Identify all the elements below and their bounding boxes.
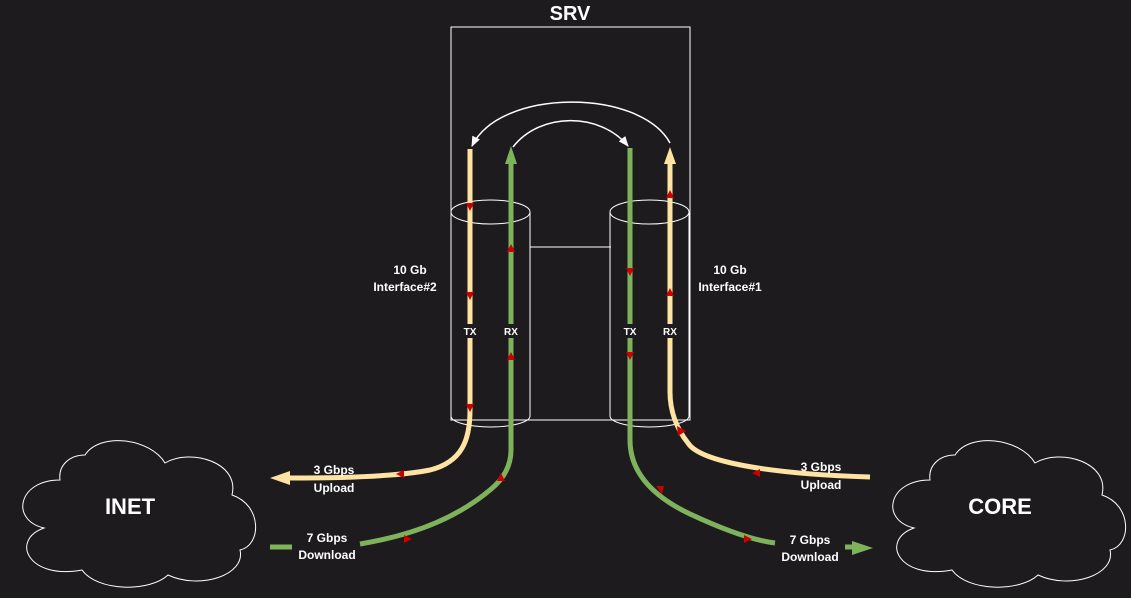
red-arrow-icon: [626, 268, 634, 276]
red-arrow-icon: [744, 535, 752, 543]
interface-2-tx-label: TX: [464, 327, 477, 338]
red-arrow-icon: [677, 426, 686, 436]
red-arrow-icon: [507, 244, 515, 252]
upload-path: [270, 147, 871, 485]
core-upload-rate: 3 Gbps: [801, 460, 842, 474]
red-arrow-icon: [666, 190, 674, 198]
inet-upload-rate: 3 Gbps: [314, 463, 355, 477]
red-arrow-icon: [626, 352, 634, 360]
red-arrow-icon: [656, 486, 664, 494]
inet-cloud: [22, 440, 256, 588]
interface-1-speed: 10 Gb: [713, 263, 746, 277]
interface-1-cylinder: [609, 199, 690, 428]
red-arrow-icon: [404, 535, 412, 543]
interface-2-speed: 10 Gb: [393, 263, 426, 277]
port-label-bgs: [459, 324, 681, 338]
server-title: SRV: [550, 3, 591, 25]
interface-2-rx-label: RX: [504, 327, 518, 338]
red-arrow-icon: [666, 288, 674, 296]
interface-2-cylinder: [450, 199, 531, 428]
core-cloud: [892, 440, 1126, 588]
interface-1-rx-label: RX: [663, 327, 677, 338]
interface-1-tx-label: TX: [624, 327, 637, 338]
red-arrow-icon: [507, 352, 515, 360]
route-arc-inner: [512, 119, 629, 148]
red-arrow-icon: [466, 203, 474, 211]
interface-2-name: Interface#2: [373, 280, 437, 294]
inet-upload-label: Upload: [314, 481, 355, 495]
download-path: [270, 146, 873, 555]
core-download-label: Download: [781, 550, 838, 564]
red-arrow-icon: [497, 473, 505, 481]
red-arrow-icon: [396, 470, 404, 478]
red-arrow-icon: [466, 404, 474, 412]
inet-download-label: Download: [298, 548, 355, 562]
red-arrow-icon: [466, 292, 474, 300]
route-arc-outer: [471, 101, 671, 147]
inet-cloud-label: INET: [105, 494, 156, 519]
inet-download-rate: 7 Gbps: [307, 531, 348, 545]
direction-markers: [396, 190, 760, 543]
interface-1-name: Interface#1: [698, 280, 762, 294]
core-download-rate: 7 Gbps: [790, 533, 831, 547]
core-upload-label: Upload: [801, 478, 842, 492]
core-cloud-label: CORE: [968, 494, 1032, 519]
red-arrow-icon: [752, 469, 760, 477]
